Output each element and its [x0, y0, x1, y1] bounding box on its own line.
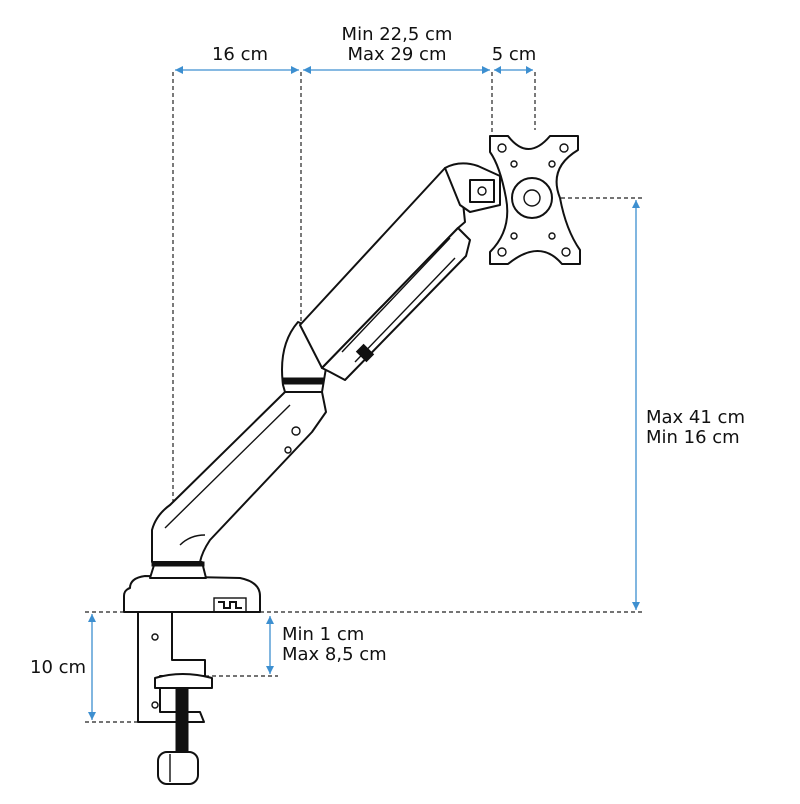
arrow-head: [494, 66, 501, 74]
lower-arm-body: [151, 391, 327, 563]
vesa-hole: [510, 232, 518, 240]
arrow-head: [266, 616, 274, 624]
upper-arm: [299, 167, 471, 381]
vesa-plate: [489, 135, 581, 265]
vesa-hole: [559, 143, 569, 153]
vesa-hole: [497, 247, 507, 257]
arrow-head: [175, 66, 183, 74]
tilt-head: [444, 162, 501, 213]
arrow-head: [632, 200, 640, 208]
vesa-hole: [548, 232, 556, 240]
clamp-bracket: [137, 611, 206, 723]
clamp-screw: [175, 687, 189, 761]
tilt-head-pivot: [477, 186, 487, 196]
label-height-min: Min 16 cm: [646, 427, 740, 448]
gas-spring-housing: [321, 227, 471, 381]
lower-arm-screw: [291, 426, 301, 436]
base-cable-slot: [213, 597, 247, 613]
label-desk-thickness-min: Min 1 cm: [282, 624, 364, 645]
arm-base: [123, 561, 261, 613]
arrow-head: [88, 614, 96, 622]
label-arm-reach-max: Max 29 cm: [348, 44, 447, 65]
arrow-head: [526, 66, 533, 74]
guide-lines: [85, 72, 645, 723]
arrow-head: [303, 66, 311, 74]
label-vesa-offset: 5 cm: [492, 44, 537, 65]
elbow-ring: [282, 377, 324, 385]
label-clamp-height: 10 cm: [30, 657, 86, 678]
label-desk-thickness-max: Max 8,5 cm: [282, 644, 387, 665]
gas-spring-line: [341, 237, 451, 353]
label-height-max: Max 41 cm: [646, 407, 745, 428]
lower-arm: [151, 391, 327, 563]
gas-spring-line: [354, 257, 456, 363]
lower-arm-curve: [179, 534, 206, 546]
tilt-head-knuckle: [469, 179, 495, 203]
clamp-knob: [157, 751, 199, 785]
vesa-center-hole: [523, 189, 541, 207]
vesa-hole: [548, 160, 556, 168]
arrow-head: [266, 666, 274, 674]
clamp-pad: [154, 673, 213, 689]
arrow-head: [482, 66, 490, 74]
vesa-hole: [510, 160, 518, 168]
arrow-head: [88, 712, 96, 720]
dimension-lines: [88, 66, 640, 720]
desk-clamp: [137, 611, 213, 785]
base-plate: [123, 575, 261, 613]
arrow-head: [291, 66, 299, 74]
vesa-hole: [497, 143, 507, 153]
dimension-labels: 16 cm Min 22,5 cm Max 29 cm 5 cm Max 41 …: [30, 24, 745, 678]
lower-arm-edge: [164, 404, 291, 529]
base-cable-clip: [218, 601, 242, 609]
lower-arm-screw: [284, 446, 292, 454]
label-arm-reach-min: Min 22,5 cm: [342, 24, 453, 45]
arrow-head: [632, 602, 640, 610]
vesa-hole: [561, 247, 571, 257]
clamp-hole: [151, 701, 159, 709]
clamp-hole: [151, 633, 159, 641]
tension-screw: [355, 343, 375, 363]
label-base-offset: 16 cm: [212, 44, 268, 65]
vesa-center-hub: [511, 177, 553, 219]
